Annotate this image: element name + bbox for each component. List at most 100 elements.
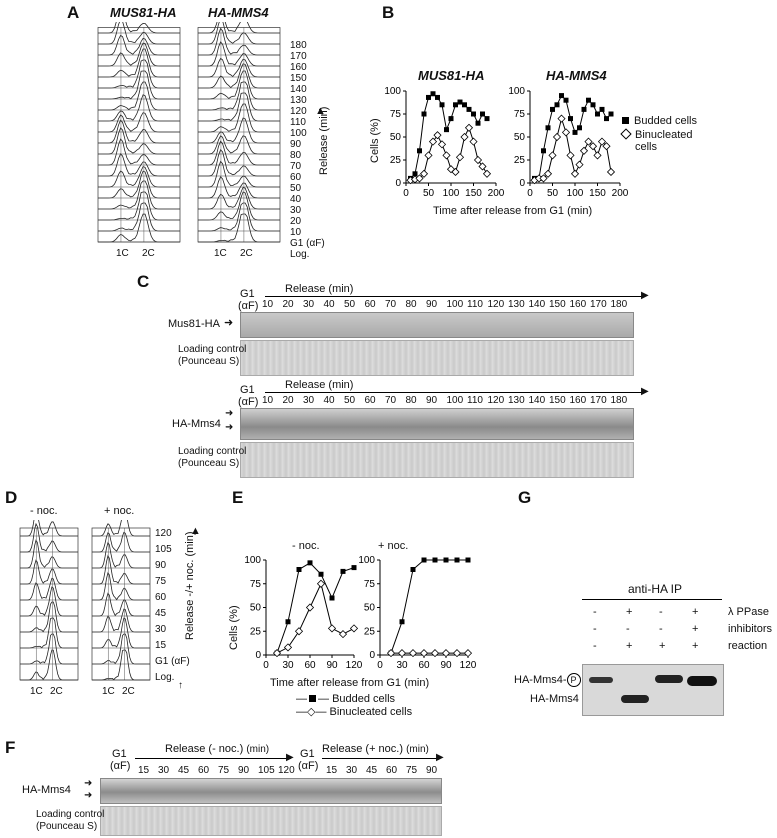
panel-g-sign-0-1: +: [626, 606, 633, 618]
panel-g-band-4: [687, 676, 717, 686]
panel-a-2c-label-1: 2C: [142, 248, 155, 259]
legend-binuc-label-1: Binucleated: [635, 129, 693, 141]
panel-c-release-2: Release (min): [285, 379, 354, 391]
binucleated-point: [606, 167, 616, 177]
panel-d-time-2: 90: [155, 560, 167, 571]
panel-a-time-3: 150: [290, 73, 307, 84]
binucleated-point: [602, 142, 611, 151]
legend-binuc-label-2: cells: [635, 141, 658, 153]
panel-g-sign-0-0: -: [593, 606, 597, 618]
budded-point: [432, 557, 438, 563]
y-tick-label: 25: [250, 626, 262, 637]
x-tick-label: 30: [282, 660, 294, 671]
binucleated-point: [424, 151, 433, 160]
budded-point: [443, 557, 449, 563]
panel-a-strain2: HA-MMS4: [208, 5, 269, 20]
histogram-frame: [97, 27, 181, 243]
panel-f-arrow-up: ➜: [84, 778, 93, 789]
histogram-trace: [98, 34, 180, 56]
panel-f-g1: G1: [112, 748, 127, 760]
panel-b-letter: B: [382, 3, 395, 22]
panel-c-arrowhead-2: ▶: [641, 386, 649, 397]
panel-a-flow-histograms: [97, 22, 281, 243]
binucleated-point: [415, 174, 424, 183]
panel-b-xlabel: Time after release from G1 (min): [433, 205, 593, 217]
panel-f-af: (αF): [110, 760, 131, 772]
binucleated-point: [463, 649, 473, 658]
panel-d-flow-histograms: [19, 520, 151, 681]
x-tick-label: 100: [443, 188, 460, 199]
panel-a-time-10: 80: [290, 150, 302, 161]
y-tick-label: 100: [358, 555, 375, 566]
legend-binuc: Binucleated: [620, 128, 697, 141]
budded-point: [581, 106, 587, 112]
panel-f-loading-label-2: (Pounceau S): [36, 821, 98, 832]
binucleated-point: [548, 151, 557, 160]
budded-point: [608, 111, 614, 117]
panel-e-legend: —— Budded cells —◇— Binucleated cells: [296, 693, 412, 718]
panel-a-time-18: G1 (αF): [290, 238, 325, 249]
panel-c2-lane-1: 20: [282, 395, 294, 406]
panel-a-time-9: 90: [290, 139, 302, 150]
binucleated-point: [460, 132, 469, 142]
panel-g-sign-2-2: +: [659, 640, 666, 652]
panel-c-loading1: [240, 340, 634, 376]
budded-point: [590, 102, 596, 108]
panel-c-lane-7: 80: [405, 299, 417, 310]
budded-point: [340, 568, 346, 574]
panel-c2-lane-16: 170: [590, 395, 607, 406]
panel-a-time-8: 100: [290, 128, 307, 139]
histogram-trace: [92, 608, 150, 633]
panel-b-title-1: MUS81-HA: [418, 68, 485, 83]
panel-e-xlabel: Time after release from G1 (min): [270, 677, 430, 689]
y-tick-label: 75: [364, 579, 376, 590]
panel-c-blot1: [240, 312, 634, 338]
panel-d-up-arrow: ↑: [178, 680, 183, 691]
legend-e-binuc: —◇— Binucleated cells: [296, 706, 413, 718]
binucleated-point: [272, 649, 282, 658]
panel-c-loading1-label-1: Loading control: [178, 344, 247, 355]
budded-point: [439, 102, 445, 108]
budded-line: [276, 562, 355, 654]
panel-c2-lane-4: 50: [344, 395, 356, 406]
panel-c2-lane-2: 30: [303, 395, 315, 406]
panel-f-blot: [100, 778, 442, 804]
panel-c-lane-0: 10: [262, 299, 274, 310]
panel-c-letter: C: [137, 272, 150, 291]
panel-f-unit-2: (min): [406, 744, 429, 755]
panel-c-blot1-label: Mus81-HA: [168, 318, 220, 330]
panel-a-time-5: 130: [290, 95, 307, 106]
panel-c-blot2-arrow-down: ➜: [225, 422, 234, 433]
binucleated-point: [597, 137, 607, 146]
budded-point: [480, 111, 485, 117]
x-tick-label: 200: [612, 188, 629, 199]
y-tick-label: 100: [508, 86, 525, 97]
panel-c2-lane-11: 120: [487, 395, 505, 406]
panel-b-legend: Budded cells Binucleated cells: [620, 115, 697, 153]
panel-c2-lane-13: 140: [528, 395, 546, 406]
panel-f-lane-plus-2: 45: [366, 765, 378, 776]
binucleated-point: [552, 132, 562, 142]
x-tick-label: 90: [326, 660, 338, 671]
panel-c-lane-12: 130: [508, 299, 525, 310]
budded-point: [399, 619, 405, 625]
panel-d-time-0: 120: [155, 528, 172, 539]
panel-c-loading1-label-2: (Pounceau S): [178, 356, 240, 367]
x-tick-label: 100: [567, 188, 584, 199]
x-tick-label: 50: [547, 188, 559, 199]
budded-point: [285, 619, 291, 625]
panel-c2-lane-0: 10: [262, 395, 274, 406]
panel-f-lane-minus-0: 15: [138, 765, 150, 776]
x-tick-label: 120: [346, 660, 363, 671]
budded-line: [410, 93, 488, 179]
panel-g-sign-2-1: +: [626, 640, 633, 652]
panel-c-lane-11: 120: [487, 299, 505, 310]
panel-a-time-11: 70: [290, 161, 302, 172]
budded-point: [412, 171, 418, 177]
histogram-trace: [98, 81, 180, 111]
binucleated-point: [478, 162, 487, 171]
panel-a-time-7: 110: [290, 117, 306, 128]
panel-c2-lane-12: 130: [508, 395, 525, 406]
